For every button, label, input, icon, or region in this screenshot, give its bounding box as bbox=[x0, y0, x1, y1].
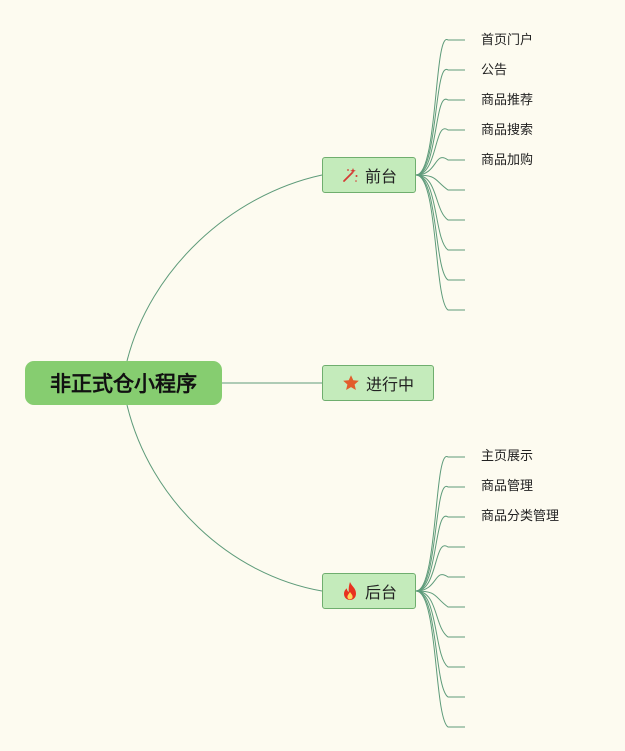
leaf-product-search[interactable]: 商品搜索 bbox=[481, 123, 534, 138]
leaf-homepage-portal[interactable]: 首页门户 bbox=[481, 33, 534, 48]
branch-frontend-label: 前台 bbox=[364, 167, 397, 186]
connector-frontend-leaf-4 bbox=[415, 128, 465, 176]
connector-backend-leaf-2 bbox=[415, 486, 465, 592]
connector-frontend-leaf-1 bbox=[415, 39, 465, 176]
connector-backend-leaf-5 bbox=[415, 574, 465, 592]
root-topic-label: 非正式仓小程序 bbox=[50, 372, 197, 396]
connector-root-to-frontend bbox=[126, 174, 323, 362]
leaf-announcement[interactable]: 公告 bbox=[481, 63, 508, 78]
connector-root-to-backend bbox=[126, 404, 323, 592]
connector-frontend-leaf-5 bbox=[415, 157, 465, 176]
star-icon bbox=[342, 374, 360, 392]
connector-backend-leaf-10 bbox=[415, 590, 465, 728]
connector-backend-leaf-3 bbox=[415, 515, 465, 592]
connector-backend-leaf-1 bbox=[415, 456, 465, 592]
branch-in-progress-label: 进行中 bbox=[365, 375, 414, 394]
connector-frontend-leaf-7 bbox=[415, 174, 465, 221]
branch-backend[interactable]: 后台 bbox=[322, 573, 416, 609]
fire-icon bbox=[341, 581, 359, 601]
branch-backend-label: 后台 bbox=[364, 583, 397, 602]
branch-in-progress[interactable]: 进行中 bbox=[322, 365, 434, 401]
connector-backend-leaf-8 bbox=[415, 590, 465, 668]
connector-frontend-leaf-2 bbox=[415, 69, 465, 176]
connector-backend-leaf-4 bbox=[415, 545, 465, 592]
connector-frontend-leaf-10 bbox=[415, 174, 465, 311]
connector-backend-leaf-7 bbox=[415, 590, 465, 638]
branch-frontend[interactable]: 前台 bbox=[322, 157, 416, 193]
connector-backend-leaf-6 bbox=[415, 590, 465, 608]
leaf-category-management[interactable]: 商品分类管理 bbox=[481, 509, 560, 524]
connector-frontend-leaf-9 bbox=[415, 174, 465, 281]
root-topic[interactable]: 非正式仓小程序 bbox=[25, 361, 222, 405]
connector-frontend-leaf-8 bbox=[415, 174, 465, 251]
leaf-homepage-display[interactable]: 主页展示 bbox=[481, 449, 534, 464]
leaf-add-to-cart[interactable]: 商品加购 bbox=[481, 153, 534, 168]
leaf-product-management[interactable]: 商品管理 bbox=[481, 479, 534, 494]
connector-frontend-leaf-6 bbox=[415, 174, 465, 191]
magic-wand-icon bbox=[341, 166, 359, 184]
connector-frontend-leaf-3 bbox=[415, 98, 465, 176]
leaf-product-recommendation[interactable]: 商品推荐 bbox=[481, 93, 534, 108]
